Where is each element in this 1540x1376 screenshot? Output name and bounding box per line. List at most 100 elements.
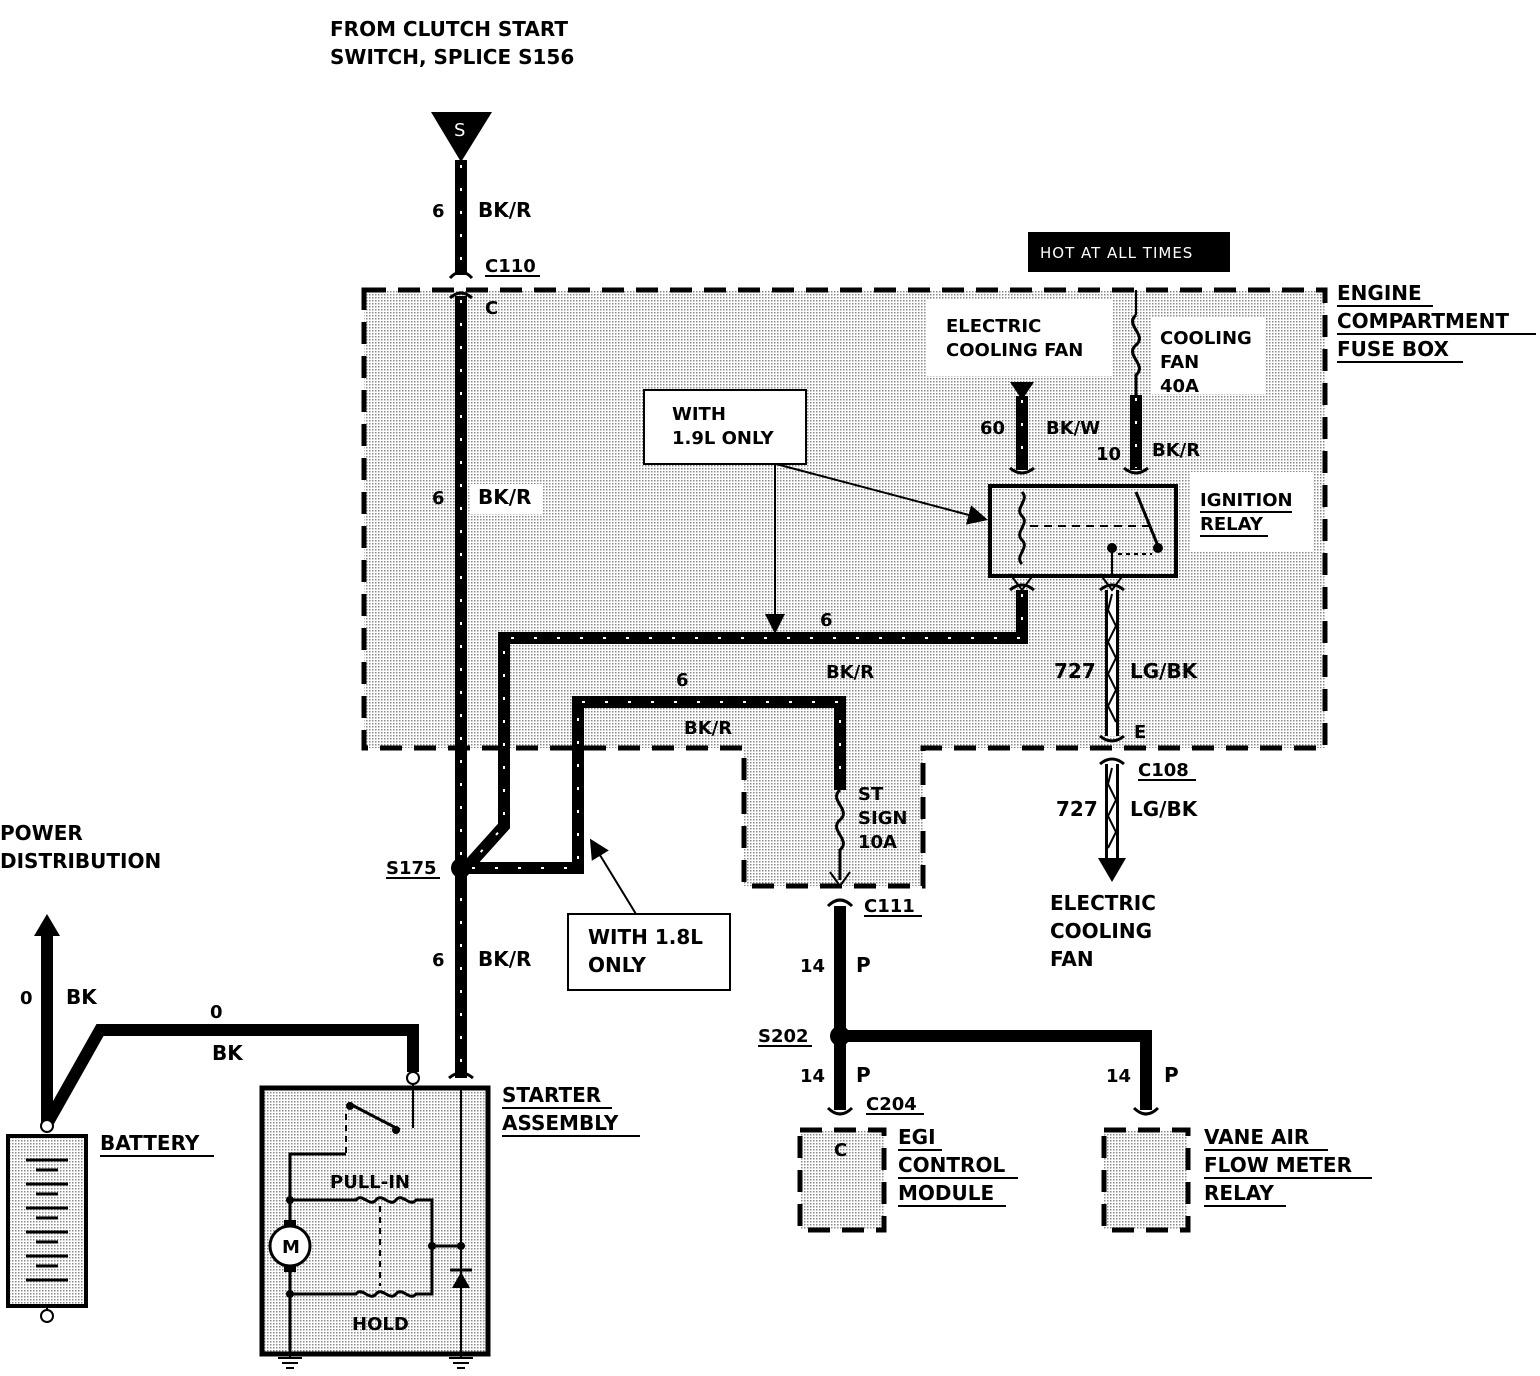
c108-label: C108 <box>1138 760 1189 781</box>
vane-line2: FLOW METER <box>1204 1153 1352 1177</box>
note-18l-box <box>567 913 731 991</box>
main-wire-gauge: 6 <box>432 488 445 509</box>
c204-connector-arc <box>826 1106 854 1116</box>
note-18l-arrow <box>589 838 637 915</box>
ignition-relay-box <box>988 484 1178 578</box>
c110-label: C110 <box>485 256 536 277</box>
st-sign-line3: 10A <box>858 832 897 853</box>
motor-label: M <box>282 1237 300 1258</box>
c110-connector-arc <box>448 270 474 280</box>
starter-line2: ASSEMBLY <box>502 1111 619 1135</box>
egi-line3: MODULE <box>898 1181 994 1205</box>
battery-label: BATTERY <box>100 1131 200 1155</box>
pull-in-label: PULL-IN <box>330 1172 410 1193</box>
relay-wire-color: BK/R <box>826 662 874 683</box>
wire-727-top-color: LG/BK <box>1130 659 1199 683</box>
battery-vert-color: BK <box>66 985 98 1009</box>
hot-banner-text: HOT AT ALL TIMES <box>1040 244 1193 262</box>
lower-wire-gauge: 6 <box>432 950 445 971</box>
power-dist-arrow <box>34 914 60 936</box>
power-dist-line2: DISTRIBUTION <box>0 849 161 873</box>
wire-14-p-branch <box>840 1030 1152 1110</box>
hot-banner <box>1028 232 1230 272</box>
note-18l-line2: ONLY <box>588 953 646 977</box>
starter-solenoid-switch <box>349 1102 401 1132</box>
fuse-box-line1: ENGINE <box>1337 281 1422 305</box>
ground-symbol-left <box>278 1350 302 1369</box>
vane-air-relay-box <box>1101 1127 1191 1233</box>
note-19l-line2: 1.9L ONLY <box>672 428 775 449</box>
starter-diode <box>452 1272 470 1288</box>
c110-pin: C <box>485 298 498 319</box>
s202-label: S202 <box>758 1026 809 1047</box>
s175-label: S175 <box>386 858 437 879</box>
ignition-relay-line1: IGNITION <box>1200 490 1293 511</box>
fuse-box-line3: FUSE BOX <box>1337 337 1449 361</box>
second-wire-gauge: 6 <box>676 670 689 691</box>
battery-cells <box>26 1158 68 1282</box>
cooling-fan-fuse-line2: FAN <box>1160 352 1199 373</box>
source-connector-triangle <box>431 112 492 162</box>
starter-line1: STARTER <box>502 1083 601 1107</box>
c111-connector-arc <box>826 898 854 908</box>
egi-control-module-box <box>797 1127 887 1233</box>
cooling-fan-fuse-symbol <box>1131 313 1141 395</box>
hold-coil <box>290 1244 461 1298</box>
source-connector-letter: S <box>454 120 465 141</box>
battery-horiz-gauge: 0 <box>210 1002 223 1023</box>
st-sign-fuse-symbol <box>835 788 845 880</box>
c204-label: C204 <box>866 1094 917 1115</box>
note-19l-box <box>643 389 807 465</box>
ecf-label-line2: COOLING FAN <box>946 340 1083 361</box>
source-line2: SWITCH, SPLICE S156 <box>330 45 574 69</box>
ecf-output-triangle <box>1010 382 1034 400</box>
fuse-box-outline <box>361 287 1328 889</box>
wire-14-egi-gauge: 14 <box>800 1066 825 1087</box>
wire-727-bottom-color: LG/BK <box>1130 797 1199 821</box>
ecf-dest-line3: FAN <box>1050 947 1094 971</box>
wire-10-gauge: 10 <box>1096 444 1121 465</box>
s175-splice <box>451 858 471 878</box>
note-19l-line1: WITH <box>672 404 726 425</box>
pull-in-coil <box>290 1196 434 1246</box>
ecf-label-line1: ELECTRIC <box>946 316 1041 337</box>
cooling-fan-fuse-line3: 40A <box>1160 376 1199 397</box>
lower-wire-color: BK/R <box>478 947 531 971</box>
wire-relay-bkr <box>463 590 1028 871</box>
st-sign-line2: SIGN <box>858 808 908 829</box>
battery-horiz-color: BK <box>212 1041 244 1065</box>
egi-line2: CONTROL <box>898 1153 1005 1177</box>
relay-wire-gauge: 6 <box>820 610 833 631</box>
wire-60-color: BK/W <box>1046 418 1100 439</box>
wire-top-gauge: 6 <box>432 201 445 222</box>
ecf-dest-line1: ELECTRIC <box>1050 891 1156 915</box>
c204-pin: C <box>834 1140 847 1161</box>
label-bg-fuse <box>1152 318 1266 394</box>
wire-727-bottom-gauge: 727 <box>1056 797 1098 821</box>
wire-727-top-gauge: 727 <box>1054 659 1096 683</box>
fuse-box-line2: COMPARTMENT <box>1337 309 1509 333</box>
source-line1: FROM CLUTCH START <box>330 17 568 41</box>
power-dist-line1: POWER <box>0 821 83 845</box>
wire-14-top-gauge: 14 <box>800 956 825 977</box>
vane-line3: RELAY <box>1204 1181 1274 1205</box>
ignition-relay-line2: RELAY <box>1200 514 1264 535</box>
wire-10-color: BK/R <box>1152 440 1200 461</box>
wire-top-color: BK/R <box>478 198 531 222</box>
wire-14-vane-gauge: 14 <box>1106 1066 1131 1087</box>
relay-coil <box>1018 490 1026 566</box>
cooling-fan-fuse-line1: COOLING <box>1160 328 1252 349</box>
wire-60-gauge: 60 <box>980 418 1005 439</box>
main-wire-color: BK/R <box>478 485 531 509</box>
ground-symbol-right <box>449 1354 473 1369</box>
starter-assembly-box <box>259 1085 491 1357</box>
wire-battery-horizontal-bk <box>41 1024 419 1127</box>
label-bg-bkr <box>470 484 542 514</box>
relay-switch-arm <box>1134 491 1160 547</box>
note-19l-arrow-relay <box>775 463 988 525</box>
wire-14-vane-color: P <box>1164 1063 1179 1087</box>
vane-line1: VANE AIR <box>1204 1125 1309 1149</box>
second-wire-color: BK/R <box>684 718 732 739</box>
battery-vert-gauge: 0 <box>20 988 33 1009</box>
